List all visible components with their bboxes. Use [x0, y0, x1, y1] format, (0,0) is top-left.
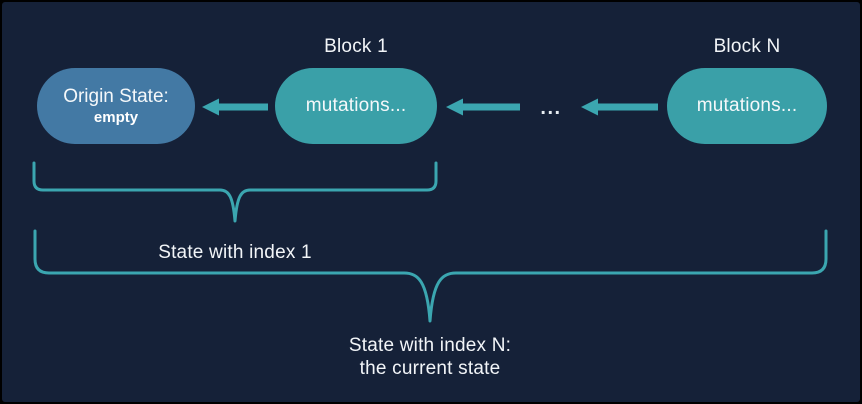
- stateN-caption: State with index N: the current state: [230, 334, 630, 380]
- brace-state-index-1: [32, 161, 438, 223]
- chain-ellipsis: ...: [540, 97, 562, 119]
- stateN-caption-line2: the current state: [359, 358, 501, 379]
- stateN-caption-line1: State with index N:: [348, 335, 512, 356]
- arrow-ellipsis-to-block1: [446, 98, 520, 116]
- block1-node-label: mutations...: [305, 95, 407, 116]
- origin-state-node: Origin State: empty: [37, 68, 195, 144]
- blockN-label: Block N: [713, 36, 781, 57]
- origin-state-title: Origin State:: [63, 85, 169, 107]
- arrow-block1-to-origin: [202, 98, 268, 116]
- block1-node: mutations...: [275, 68, 437, 144]
- block1-label: Block 1: [324, 36, 388, 57]
- arrow-blockN-to-ellipsis: [581, 98, 658, 116]
- state1-caption: State with index 1: [158, 242, 312, 263]
- origin-state-subtitle: empty: [93, 108, 139, 126]
- blockN-node-label: mutations...: [696, 95, 798, 116]
- blockN-node: mutations...: [667, 68, 827, 144]
